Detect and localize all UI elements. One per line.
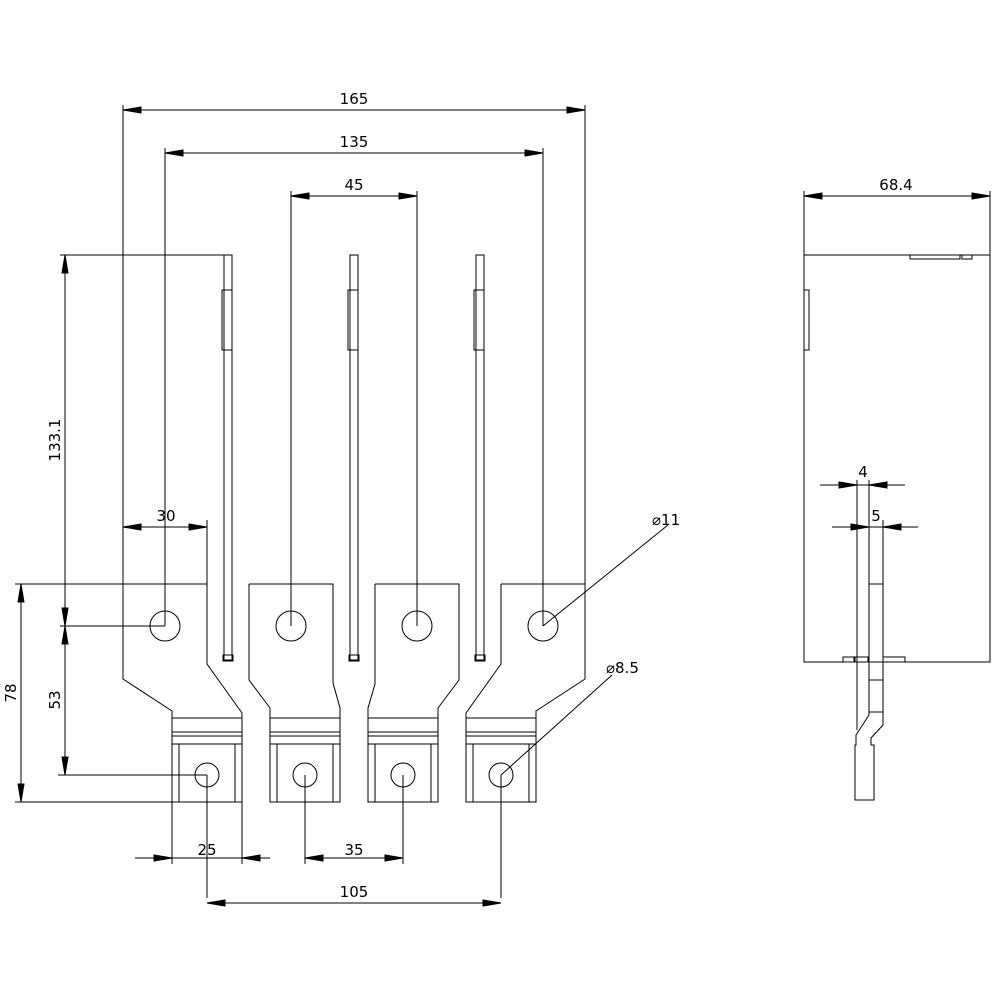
dimension-arrow	[566, 106, 586, 114]
dim-30: 30	[156, 507, 175, 525]
pole-4-outline	[465, 583, 586, 718]
dimension-arrow	[241, 854, 261, 862]
dim-68-4: 68.4	[879, 176, 912, 194]
dimension-line	[500, 674, 613, 776]
front-view-geometry	[122, 254, 586, 803]
dim-5: 5	[871, 507, 881, 525]
dim-78: 78	[2, 683, 20, 702]
dimension-arrow	[17, 583, 25, 603]
dimension-line	[542, 524, 669, 627]
dimension-arrow	[803, 192, 823, 200]
dim-35: 35	[344, 841, 363, 859]
dim-lower-hole-dia: ⌀8.5	[606, 659, 639, 677]
dim-105: 105	[340, 883, 369, 901]
dimension-arrow	[164, 149, 184, 157]
dimension-arrow	[290, 192, 310, 200]
dimension-arrow	[61, 254, 69, 274]
dimension-arrow	[17, 783, 25, 803]
dimension-arrow	[482, 899, 502, 907]
dimension-arrow	[188, 523, 208, 531]
dimension-arrow	[384, 854, 404, 862]
dimension-arrow	[304, 854, 324, 862]
dimension-arrow	[61, 607, 69, 627]
rod	[347, 254, 360, 662]
dim-upper-hole-dia: ⌀11	[652, 511, 680, 529]
dimension-arrow	[868, 481, 888, 489]
dimension-arrow	[882, 523, 902, 531]
dim-45: 45	[344, 176, 363, 194]
pole-2-outline	[248, 583, 341, 718]
dimension-arrow	[122, 106, 142, 114]
pole-1-outline	[122, 583, 243, 718]
dimension-arrow	[398, 192, 418, 200]
dimension-arrow	[838, 481, 858, 489]
dim-4: 4	[858, 463, 868, 481]
dim-25: 25	[197, 841, 216, 859]
dimension-arrow	[122, 523, 142, 531]
dimension-arrow	[971, 192, 991, 200]
dimension-arrow	[206, 899, 226, 907]
dimension-arrow	[850, 523, 870, 531]
dim-135: 135	[340, 133, 369, 151]
dimension-arrow	[524, 149, 544, 157]
dim-165: 165	[340, 90, 369, 108]
side-view	[803, 254, 991, 801]
dim-53: 53	[46, 690, 64, 709]
rod	[221, 254, 234, 662]
dim-133-1: 133.1	[46, 419, 64, 462]
dimension-labels: 165 135 45 68.4 30 25 35 105 4 5 ⌀11 ⌀8.…	[2, 90, 913, 901]
dimensions	[15, 105, 991, 907]
dimension-arrow	[61, 756, 69, 776]
dimension-arrow	[61, 625, 69, 645]
dimension-arrow	[153, 854, 173, 862]
pole-3-outline	[367, 583, 460, 718]
rod	[473, 254, 486, 662]
